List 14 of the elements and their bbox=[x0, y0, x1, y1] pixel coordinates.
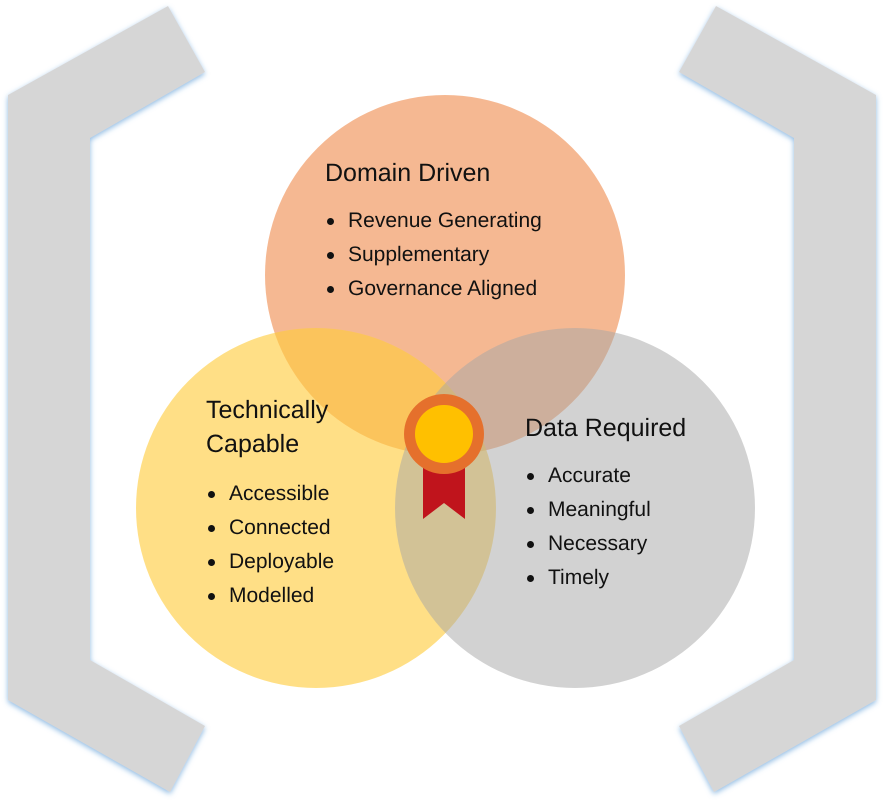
bullet-item: Revenue Generating bbox=[348, 208, 542, 234]
circle-heading: Data Required bbox=[525, 413, 688, 444]
circle-heading: Technically Capable bbox=[206, 395, 330, 460]
bullet-item: Accurate bbox=[548, 463, 631, 489]
bullet-item: Deployable bbox=[229, 549, 334, 575]
circle-heading: Domain Driven bbox=[325, 158, 492, 189]
bullet-item: Modelled bbox=[229, 583, 314, 609]
bullet-item: Accessible bbox=[229, 481, 330, 507]
bullet-item: Necessary bbox=[548, 531, 648, 557]
bullet-item: Governance Aligned bbox=[348, 276, 538, 302]
bullet-item: Connected bbox=[229, 515, 331, 541]
bullet-item: Supplementary bbox=[348, 242, 490, 268]
bullet-item: Timely bbox=[548, 565, 610, 591]
bullet-item: Meaningful bbox=[548, 497, 651, 523]
